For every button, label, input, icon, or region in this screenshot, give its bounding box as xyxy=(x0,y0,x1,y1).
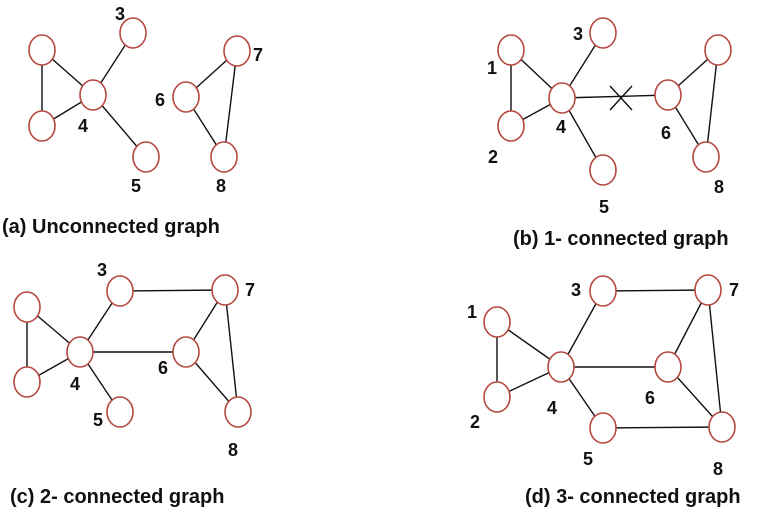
panel-d-caption: (d) 3- connected graph xyxy=(525,486,741,508)
node-label: 4 xyxy=(78,116,88,136)
graph-node xyxy=(132,141,160,173)
panel-b-caption: (b) 1- connected graph xyxy=(513,228,729,250)
graph-node xyxy=(548,82,576,114)
edge xyxy=(223,50,238,158)
graph-node xyxy=(694,274,722,306)
graph-node xyxy=(13,291,41,323)
edge xyxy=(705,49,719,158)
panel-c-2-connected-graph: 3 7 4 6 5 8 (c) 2- connected graph xyxy=(10,260,255,508)
node-label: 7 xyxy=(245,280,255,300)
graph-node xyxy=(28,34,56,66)
graph-node xyxy=(589,17,617,49)
graph-node xyxy=(708,411,736,443)
panel-b-edges xyxy=(510,32,719,171)
node-label: 8 xyxy=(216,176,226,196)
node-label: 3 xyxy=(571,280,581,300)
panel-a-node-labels: 3 4 6 7 5 8 xyxy=(78,4,263,196)
graph-node xyxy=(172,336,200,368)
node-label: 5 xyxy=(599,197,609,217)
panel-c-nodes xyxy=(13,274,252,428)
graph-node xyxy=(654,351,682,383)
node-label: 3 xyxy=(573,24,583,44)
node-label: 1 xyxy=(487,58,497,78)
panel-d-3-connected-graph: 3 7 1 4 6 2 5 8 (d) 3- connected graph xyxy=(467,274,741,508)
node-label: 4 xyxy=(70,374,80,394)
node-label: 3 xyxy=(97,260,107,280)
node-label: 6 xyxy=(158,358,168,378)
graph-node xyxy=(547,351,575,383)
node-label: 3 xyxy=(115,4,125,24)
panel-a-caption: (a) Unconnected graph xyxy=(2,216,220,238)
panel-c-node-labels: 3 7 4 6 5 8 xyxy=(70,260,255,460)
node-label: 5 xyxy=(93,410,103,430)
graph-node xyxy=(589,154,617,186)
graph-node xyxy=(704,34,732,66)
graph-node xyxy=(692,141,720,173)
edge xyxy=(602,289,709,292)
edge xyxy=(119,289,226,292)
graph-node xyxy=(28,110,56,142)
node-label: 4 xyxy=(547,398,557,418)
panel-d-nodes xyxy=(483,274,736,444)
graph-node xyxy=(106,396,134,428)
graph-node xyxy=(497,34,525,66)
node-label: 5 xyxy=(131,176,141,196)
graph-node xyxy=(172,81,200,113)
panel-c-edges xyxy=(26,289,239,413)
node-label: 7 xyxy=(253,45,263,65)
node-label: 2 xyxy=(488,147,498,167)
graph-node xyxy=(483,381,511,413)
graph-node xyxy=(589,412,617,444)
node-label: 1 xyxy=(467,302,477,322)
graph-node xyxy=(106,275,134,307)
panel-c-caption: (c) 2- connected graph xyxy=(10,486,224,508)
panel-a-edges xyxy=(41,32,238,158)
node-label: 8 xyxy=(713,459,723,479)
graph-node xyxy=(66,336,94,368)
panel-d-node-labels: 3 7 1 4 6 2 5 8 xyxy=(467,280,739,479)
graph-node xyxy=(79,79,107,111)
panel-d-edges xyxy=(496,289,723,429)
node-label: 6 xyxy=(645,388,655,408)
node-label: 7 xyxy=(729,280,739,300)
graph-node xyxy=(119,17,147,49)
panel-b-node-labels: 3 1 4 2 6 5 8 xyxy=(487,24,724,217)
graph-node xyxy=(483,306,511,338)
node-label: 8 xyxy=(228,440,238,460)
panel-b-nodes xyxy=(497,17,732,186)
edge xyxy=(602,426,723,429)
graph-node xyxy=(589,275,617,307)
cut-mark-icon xyxy=(609,85,633,111)
graph-node xyxy=(654,79,682,111)
panel-a-unconnected-graph: 3 4 6 7 5 8 (a) Unconnected graph xyxy=(2,4,263,238)
edge xyxy=(707,289,723,428)
node-label: 6 xyxy=(155,90,165,110)
edge xyxy=(561,94,669,99)
graph-node xyxy=(224,396,252,428)
graph-node xyxy=(13,366,41,398)
edge xyxy=(224,289,239,413)
graph-node xyxy=(211,274,239,306)
panel-b-1-connected-graph: 3 1 4 2 6 5 8 (b) 1- connected graph xyxy=(487,17,732,250)
graph-node xyxy=(223,35,251,67)
node-label: 6 xyxy=(661,123,671,143)
panel-a-nodes xyxy=(28,17,251,173)
graph-node xyxy=(210,141,238,173)
node-label: 8 xyxy=(714,177,724,197)
graph-node xyxy=(497,110,525,142)
node-label: 5 xyxy=(583,449,593,469)
node-label: 4 xyxy=(556,117,566,137)
node-label: 2 xyxy=(470,412,480,432)
